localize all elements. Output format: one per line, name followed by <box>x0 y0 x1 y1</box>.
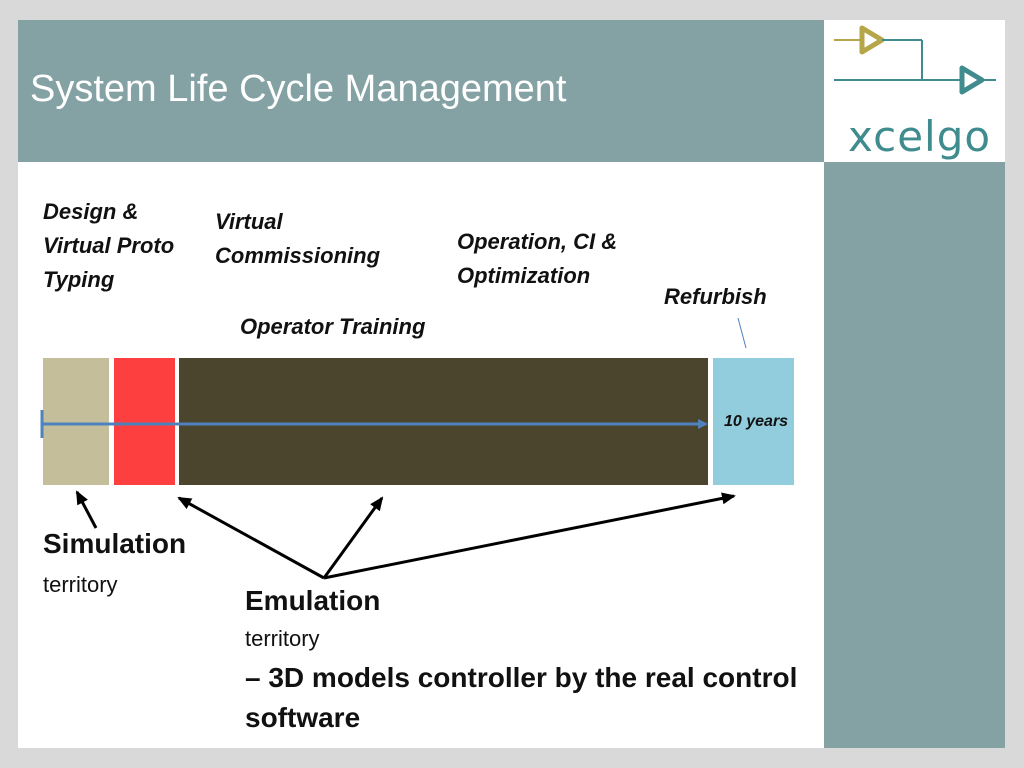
phase-design-line3: Typing <box>43 267 115 292</box>
phase-design-line2: Virtual Proto <box>43 233 175 258</box>
timeline-years-label: 10 years <box>724 413 789 430</box>
logo-text: xcelgo <box>848 112 992 161</box>
timeline-bar-operation <box>179 358 708 485</box>
phase-design-label: Design & Virtual Proto Typing <box>43 195 174 297</box>
arrows-overlay <box>40 317 747 580</box>
emulation-arrow-vc <box>177 496 325 580</box>
phase-vc-line2: Commissioning <box>215 243 381 268</box>
logo-graphic-icon <box>834 25 996 95</box>
phase-vc-line1: Virtual <box>215 209 283 234</box>
timeline-bar-refurbish <box>713 358 794 485</box>
simulation-subtitle: territory <box>43 572 118 597</box>
phase-vc-label: Virtual Commissioning <box>215 205 380 273</box>
phase-design-line1: Design & <box>43 199 139 224</box>
timeline-bar-virtual-commissioning <box>114 358 175 485</box>
simulation-title: Simulation <box>43 528 187 559</box>
emulation-subtitle: territory <box>245 626 320 651</box>
slide-title: System Life Cycle Management <box>30 68 567 110</box>
emulation-description: – 3D models controller by the real contr… <box>245 662 798 733</box>
emulation-arrow-refurbish <box>323 492 736 580</box>
emulation-arrow-operation <box>322 496 384 579</box>
phase-operation-label: Operation, CI & Optimization <box>457 225 617 293</box>
logo: xcelgo <box>824 20 1005 162</box>
phase-refurbish-label: Refurbish <box>664 284 767 309</box>
phase-operation-line2: Optimization <box>457 263 591 288</box>
refurbish-pointer-line <box>737 317 747 349</box>
right-band <box>824 162 1005 748</box>
phase-operator-training-label: Operator Training <box>240 314 426 339</box>
phase-operation-line1: Operation, CI & <box>457 229 618 254</box>
slide: System Life Cycle Management xcelgo Desi… <box>18 20 1005 748</box>
title-band: System Life Cycle Management <box>18 20 824 162</box>
emulation-title: Emulation <box>245 585 381 616</box>
simulation-arrow <box>75 490 98 529</box>
timeline-bar-design <box>43 358 109 485</box>
